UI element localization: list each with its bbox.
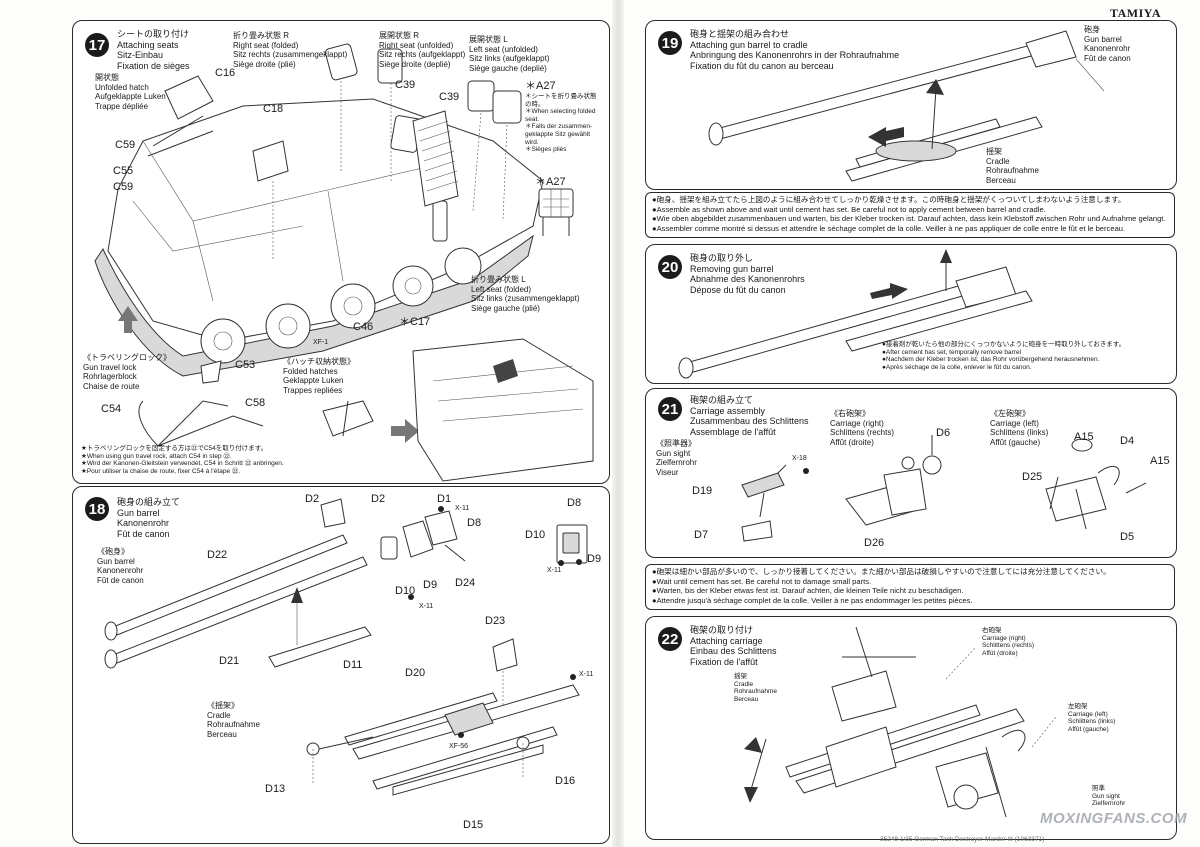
part-label: ＊A27 — [535, 176, 566, 188]
part-label: D20 — [405, 667, 426, 679]
part-label: D10 — [395, 585, 416, 597]
part-label: D11 — [343, 659, 363, 671]
page-footer: 35248 1/35 German Tank Destroyer Marder … — [880, 836, 1045, 843]
part-label: D15 — [463, 819, 484, 831]
part-label: D8 — [567, 497, 582, 509]
part-label: D13 — [265, 783, 286, 795]
brand-logo: TAMIYA — [1110, 6, 1162, 20]
part-label: A15 — [1074, 431, 1094, 443]
part-label: C16 — [215, 67, 236, 79]
part-label: C59 — [113, 181, 134, 193]
watermark: MOXINGFANS.COM — [1040, 810, 1188, 827]
step-18-drawing — [104, 498, 588, 796]
step-20-number: 20 — [658, 255, 682, 279]
part-label: X-11 — [455, 505, 470, 512]
step-21-drawing — [741, 435, 1147, 542]
part-label: D16 — [555, 775, 576, 787]
part-label: D9 — [587, 553, 602, 565]
part-label: D9 — [423, 579, 438, 591]
part-label: D22 — [207, 549, 228, 561]
part-label: D26 — [864, 537, 885, 549]
part-label: X-11 — [547, 567, 562, 574]
part-label: C46 — [353, 321, 374, 333]
part-label: ＊C17 — [399, 316, 431, 328]
step-22-number: 22 — [658, 627, 682, 651]
cement-note-2: ●砲架は細かい部品が多いので、しっかり接着してください。また細かい部品は破損しや… — [645, 564, 1175, 610]
part-label: D19 — [692, 485, 713, 497]
step-19-drawing — [708, 30, 1105, 182]
part-label: X-18 — [792, 455, 807, 462]
carriage-left-caption: 《左砲架》Carriage (left)Schlittens (links)Af… — [990, 409, 1049, 447]
part-label: D2 — [305, 493, 320, 505]
part-label: D23 — [485, 615, 506, 627]
part-label: D5 — [1120, 531, 1135, 543]
part-label: C59 — [115, 139, 136, 151]
paint-label: XF-1 — [313, 339, 329, 346]
part-label: C39 — [439, 91, 460, 103]
travel-lock-footnote: ★トラベリングロックを固定する方は㉒でC54を取り付けます。★When usin… — [81, 445, 284, 475]
step-21-number: 21 — [658, 397, 682, 421]
paint-label: XF-56 — [449, 743, 469, 750]
part-label: D21 — [219, 655, 240, 667]
step-18-number: 18 — [85, 497, 109, 521]
part-label: C55 — [113, 165, 134, 177]
part-label: D8 — [467, 517, 482, 529]
step-20-drawing — [678, 249, 1033, 379]
step-19-number: 19 — [658, 31, 682, 55]
part-label: D25 — [1022, 471, 1043, 483]
part-label: X-11 — [579, 671, 594, 678]
part-label: C53 — [235, 359, 256, 371]
part-label: C58 — [245, 397, 266, 409]
part-label: A15 — [1150, 455, 1170, 467]
page-gutter — [612, 0, 624, 847]
part-label: D6 — [936, 427, 951, 439]
part-label: D10 — [525, 529, 546, 541]
step-22-drawing — [744, 626, 1057, 818]
step-17-drawing — [94, 43, 594, 482]
carriage-right-caption: 《右砲架》Carriage (right)Schlittens (rechts)… — [830, 409, 895, 447]
step-20-note: ●接着剤が乾いたら他の部分にくっつかないように砲身を一時取り外しておきます。●A… — [882, 341, 1126, 371]
part-label: C18 — [263, 103, 284, 115]
part-label: C54 — [101, 403, 122, 415]
part-label: D4 — [1120, 435, 1135, 447]
part-label: D7 — [694, 529, 709, 541]
part-label: D1 — [437, 493, 452, 505]
part-label: C39 — [395, 79, 416, 91]
part-label: ＊A27 — [525, 80, 556, 92]
part-label: D2 — [371, 493, 386, 505]
part-label: X-11 — [419, 603, 434, 610]
step-17-number: 17 — [85, 33, 109, 57]
cement-note-1: ●砲身、揺架を組み立てたら上図のように組み合わせてしっかり乾燥させます。この時砲… — [645, 192, 1175, 238]
part-label: D24 — [455, 577, 476, 589]
